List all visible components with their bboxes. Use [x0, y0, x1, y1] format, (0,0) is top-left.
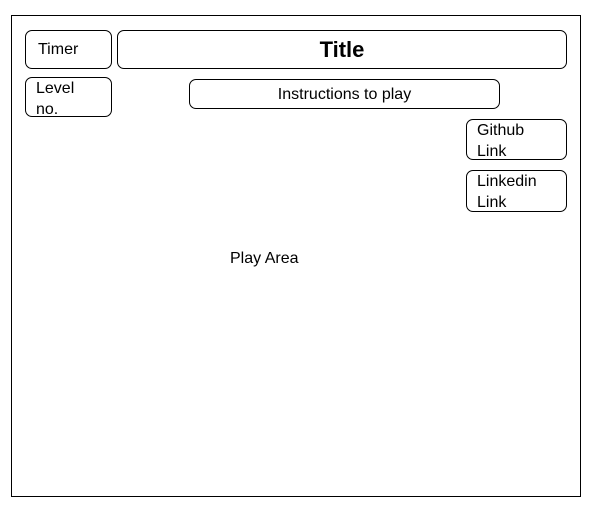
linkedin-link-label: Linkedin Link [477, 173, 537, 211]
title-label: Title [319, 37, 365, 62]
instructions-label: Instructions to play [277, 85, 412, 103]
level-box: Level no. [25, 77, 112, 118]
linkedin-link[interactable]: Linkedin Link [466, 170, 567, 212]
github-link-label: Github Link [477, 122, 525, 160]
timer-box: Timer [25, 30, 112, 69]
timer-label: Timer [38, 41, 79, 58]
game-frame [11, 15, 581, 497]
play-area-label: Play Area [230, 250, 299, 267]
instructions-button[interactable]: Instructions to play [189, 79, 500, 109]
title-box: Title [117, 30, 567, 69]
github-link[interactable]: Github Link [466, 119, 567, 160]
level-label: Level no. [36, 80, 75, 118]
